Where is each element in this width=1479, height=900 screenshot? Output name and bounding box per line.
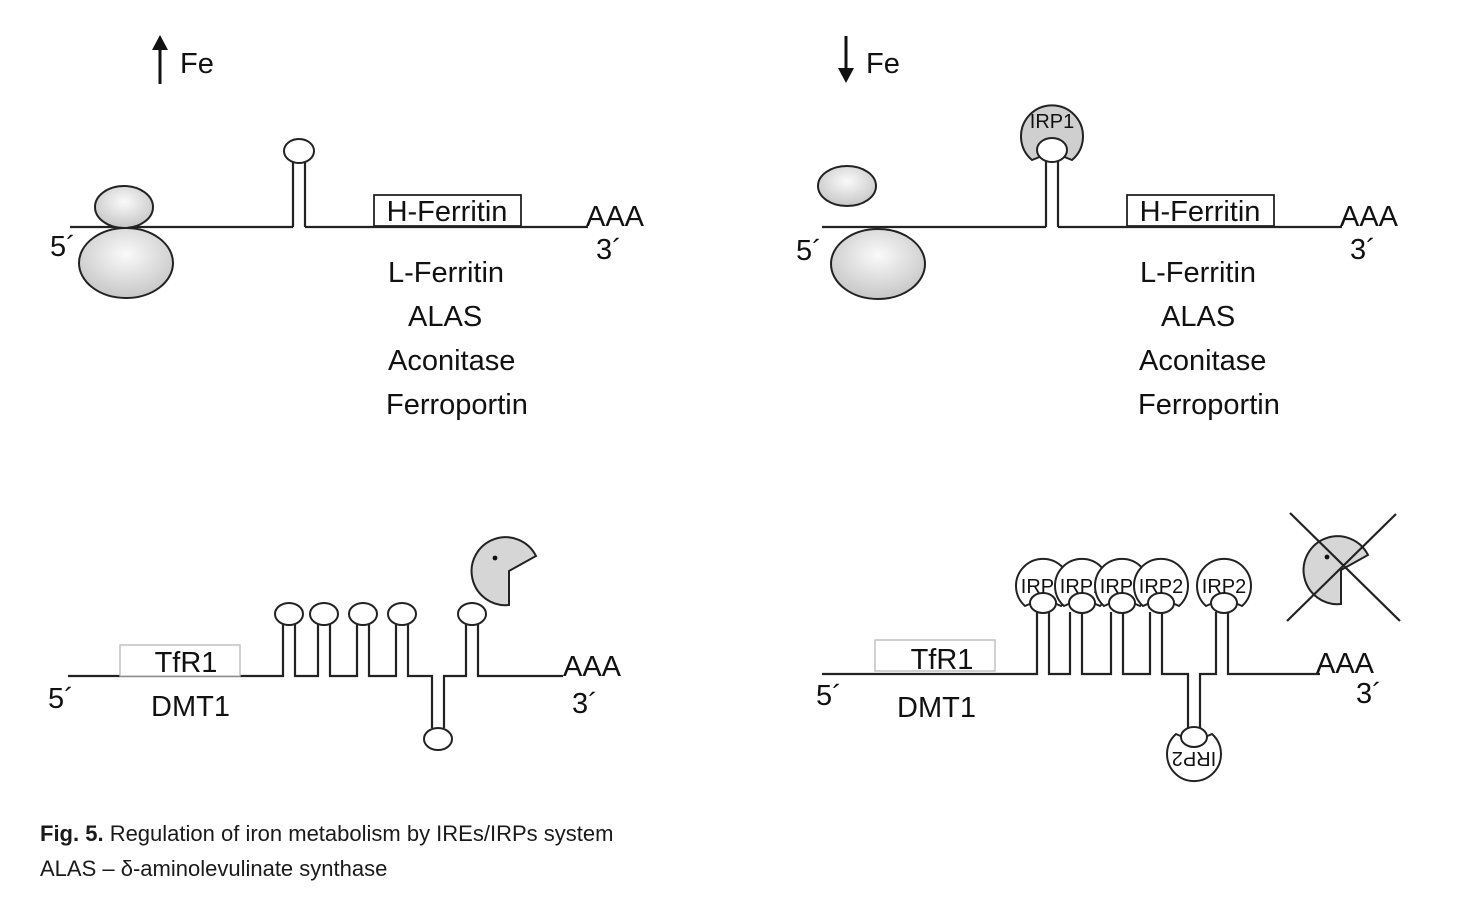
panel-low-fe-5utr: Fe IRP1 5´ AAA 3´ H-Ferritin L-Ferritin … bbox=[796, 36, 1399, 421]
fe-label-low: Fe bbox=[866, 48, 900, 80]
ire-stem-loop bbox=[309, 602, 339, 626]
poly-a-label: AAA bbox=[1340, 201, 1399, 233]
gene-dmt1: DMT1 bbox=[897, 692, 976, 724]
ire-stem-loop bbox=[1036, 137, 1068, 163]
three-prime-label: 3´ bbox=[1356, 678, 1382, 710]
nuclease-blocked-icon bbox=[1286, 512, 1401, 622]
three-prime-label: 3´ bbox=[1350, 234, 1376, 266]
h-ferritin-label: H-Ferritin bbox=[1140, 196, 1261, 228]
h-ferritin-box bbox=[1126, 194, 1275, 227]
irp2-label: IRP2 bbox=[1202, 576, 1246, 598]
poly-a-label: AAA bbox=[1316, 648, 1375, 680]
figure-number: Fig. 5. bbox=[40, 821, 104, 846]
five-prime-label: 5´ bbox=[796, 235, 822, 267]
gene-alas: ALAS bbox=[1161, 301, 1235, 333]
nuclease-pacman-icon bbox=[470, 536, 538, 607]
ribosome-large-subunit bbox=[830, 228, 926, 300]
h-ferritin-box bbox=[373, 194, 522, 227]
poly-a-label: AAA bbox=[563, 651, 622, 683]
ire-stem-loop bbox=[274, 602, 304, 626]
gene-ferroportin: Ferroportin bbox=[386, 389, 528, 421]
irp2-protein-inverted: IRP2 bbox=[1166, 726, 1222, 783]
irp2-label: IRP2 bbox=[1139, 576, 1183, 598]
mrna-strand-a bbox=[70, 138, 588, 229]
irp1-protein: IRP1 bbox=[1020, 104, 1084, 163]
irp2-label: IRP2 bbox=[1060, 576, 1104, 598]
tfr1-label: TfR1 bbox=[155, 647, 218, 679]
five-prime-label: 5´ bbox=[50, 231, 76, 263]
ribosome-small-subunit-dissociated bbox=[817, 165, 877, 207]
gene-alas: ALAS bbox=[408, 301, 482, 333]
gene-ferroportin: Ferroportin bbox=[1138, 389, 1280, 421]
caption-note: ALAS – δ-aminolevulinate synthase bbox=[40, 856, 388, 881]
tfr1-label: TfR1 bbox=[911, 644, 974, 676]
fe-up-arrow-icon bbox=[152, 35, 168, 84]
five-prime-label: 5´ bbox=[816, 680, 842, 712]
figure-caption: Fig. 5. Regulation of iron metabolism by… bbox=[40, 816, 613, 886]
ire-stem-loop-inverted bbox=[423, 727, 453, 751]
three-prime-label: 3´ bbox=[572, 688, 598, 720]
ribosome-small-subunit bbox=[94, 185, 154, 229]
gene-aconitase: Aconitase bbox=[388, 345, 515, 377]
gene-dmt1: DMT1 bbox=[151, 691, 230, 723]
tfr1-box bbox=[119, 644, 241, 677]
ribosome-large-subunit bbox=[78, 227, 174, 299]
gene-l-ferritin: L-Ferritin bbox=[388, 257, 504, 289]
fe-down-arrow-icon bbox=[838, 36, 854, 83]
irp2-label: IRP2 bbox=[1100, 576, 1144, 598]
three-prime-label: 3´ bbox=[596, 234, 622, 266]
mrna-strand-b bbox=[822, 158, 1342, 229]
irp2-protein: IRP2 bbox=[1196, 557, 1252, 614]
fe-label-high: Fe bbox=[180, 48, 214, 80]
gene-l-ferritin: L-Ferritin bbox=[1140, 257, 1256, 289]
poly-a-label: AAA bbox=[586, 201, 645, 233]
caption-title: Regulation of iron metabolism by IREs/IR… bbox=[109, 821, 614, 846]
irp2-label: IRP2 bbox=[1021, 576, 1065, 598]
h-ferritin-label: H-Ferritin bbox=[387, 196, 508, 228]
caption-title-line: Fig. 5. Regulation of iron metabolism by… bbox=[40, 816, 613, 851]
gene-aconitase: Aconitase bbox=[1139, 345, 1266, 377]
irp2-protein: IRP2 bbox=[1133, 557, 1189, 614]
panel-high-fe-3utr: TfR1 DMT1 5´ AAA 3´ bbox=[48, 536, 622, 751]
ire-stem-loop bbox=[387, 602, 417, 626]
mrna-strand-d bbox=[822, 612, 1320, 728]
irp1-label: IRP1 bbox=[1030, 111, 1074, 133]
irp2-label-inverted: IRP2 bbox=[1172, 747, 1216, 769]
ire-stem-loop bbox=[348, 602, 378, 626]
five-prime-label: 5´ bbox=[48, 683, 74, 715]
ire-stem-loop bbox=[457, 602, 487, 626]
panel-low-fe-3utr: IRP2 IRP2 IRP2 IRP2 IRP2 IRP2 bbox=[816, 512, 1401, 783]
mrna-strand-c bbox=[68, 622, 563, 728]
panel-high-fe-5utr: Fe 5´ AAA 3´ H-Ferritin L-Ferritin ALAS … bbox=[50, 35, 645, 421]
ire-stem-loop bbox=[283, 138, 315, 164]
tfr1-box bbox=[874, 639, 996, 672]
